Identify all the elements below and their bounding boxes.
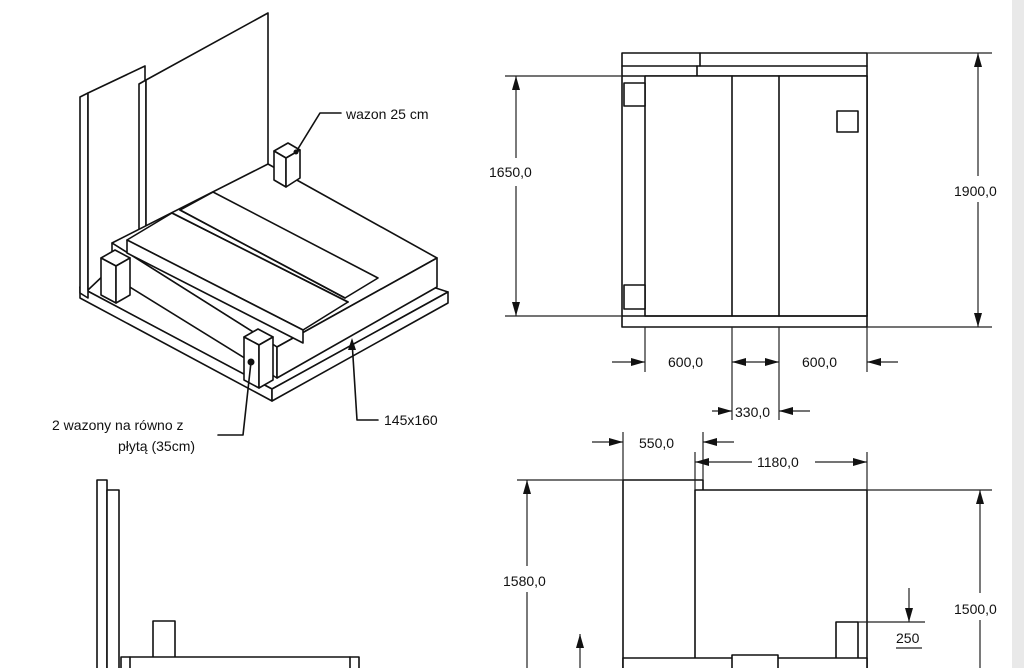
dim-width-right: 600,0	[802, 354, 837, 370]
dim-vase-height: 250	[896, 630, 920, 646]
front-headstone-left	[96, 479, 108, 668]
side-headstone	[622, 479, 704, 668]
dim-600-right-arrow	[867, 358, 881, 366]
side-plinth-detail	[731, 654, 779, 668]
dim-330-arrow-left	[718, 407, 732, 415]
dim-250-arrow	[905, 608, 913, 622]
leader-vase-top	[295, 112, 342, 153]
dim-width-headstone: 550,0	[639, 435, 674, 451]
dim-width-middle: 330,0	[735, 404, 770, 420]
plan-vase-bottom-left	[623, 284, 646, 310]
dim-550-arrow-right	[703, 438, 717, 446]
dim-600-mid-arrow-a	[732, 358, 746, 366]
iso-headstone-right-side	[138, 79, 147, 239]
iso-slab-left-edge	[126, 239, 304, 344]
dim-width-base: 1180,0	[757, 454, 799, 470]
iso-vase-left-side	[115, 257, 131, 304]
front-base	[120, 656, 360, 668]
front-view	[96, 479, 360, 668]
side-view: 550,0 1180,0 1580,0 1500,0 250	[503, 432, 997, 668]
dim-1650-arrow-top	[512, 76, 520, 90]
leader-vases-front	[217, 361, 252, 436]
annotation-vase-top: wazon 25 cm	[345, 106, 428, 122]
annotation-slab-size: 145x160	[384, 412, 438, 428]
leader-slab-size	[351, 340, 379, 421]
dim-width-left: 600,0	[668, 354, 703, 370]
dim-600-mid-arrow-b	[765, 358, 779, 366]
dim-1580-arrow-top	[523, 480, 531, 494]
front-headstone-right	[106, 489, 120, 668]
iso-vase-front-side	[258, 336, 274, 389]
dim-1900-arrow-top	[974, 53, 982, 67]
iso-vase-top-front	[273, 150, 287, 188]
dim-1900-arrow-bot	[974, 313, 982, 327]
dim-330-arrow-right	[779, 407, 793, 415]
dim-height-inner: 1650,0	[489, 164, 532, 180]
dim-600-left-arrow	[631, 358, 645, 366]
plan-frame-inner	[644, 75, 868, 317]
iso-headstone-left-side	[79, 92, 89, 299]
dim-small-left-arrow	[576, 634, 584, 648]
dim-height-total: 1900,0	[954, 183, 997, 199]
side-vase	[835, 621, 859, 668]
iso-base-right	[271, 291, 449, 402]
isometric-view: wazon 25 cm 2 wazony na równo z płytą (3…	[52, 12, 449, 454]
iso-slab-gap-line-2	[179, 209, 346, 299]
annotation-vases-front-line1: 2 wazony na równo z	[52, 417, 184, 433]
dim-550-arrow-left	[609, 438, 623, 446]
dim-1500-arrow-top	[976, 490, 984, 504]
dim-1180-arrow-right	[853, 458, 867, 466]
plan-vase-right	[836, 110, 859, 133]
dim-1180-arrow-left	[695, 458, 709, 466]
plan-vase-top-left	[623, 82, 646, 107]
dim-height-side-base: 1500,0	[954, 601, 997, 617]
top-view: 1650,0 1900,0 600,0 600,0 330,0	[489, 52, 997, 420]
iso-slab-gap-line	[171, 212, 349, 303]
leader-slab-size-arrow	[348, 338, 356, 350]
iso-vase-left-front	[100, 257, 117, 304]
dim-height-side-total: 1580,0	[503, 573, 546, 589]
leader-vases-front-dot	[247, 358, 255, 366]
page-edge	[1012, 0, 1024, 668]
iso-frame-right	[276, 257, 438, 379]
leader-vase-top-dot	[293, 149, 299, 155]
annotation-vases-front-line2: płytą (35cm)	[118, 438, 195, 454]
dim-1650-arrow-bot	[512, 302, 520, 316]
